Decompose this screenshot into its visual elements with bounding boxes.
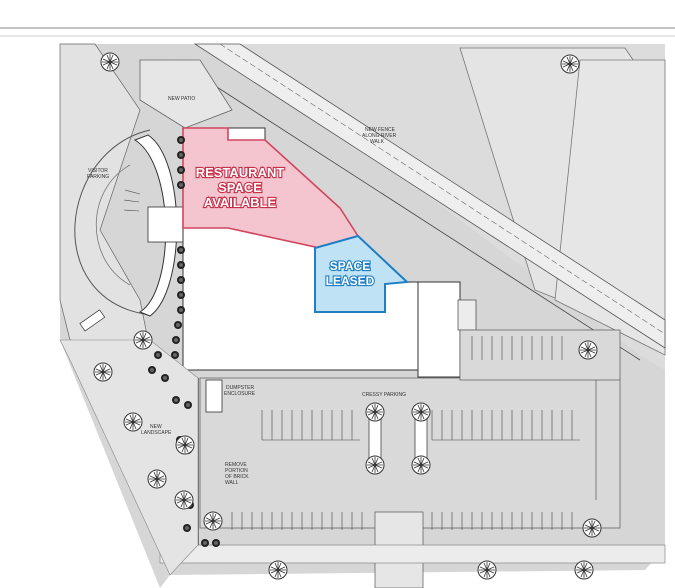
remove-wall-label-1: REMOVE [225, 462, 247, 468]
landscape-label-1: NEW [150, 424, 162, 430]
parking-stalls [231, 336, 597, 530]
restaurant-label-line1: RESTAURANT [196, 165, 285, 180]
patio-area [139, 59, 233, 129]
visitor-parking-loop [74, 129, 151, 316]
new-fence-label-3: WALK [370, 139, 385, 145]
remove-wall-label-2: PORTION [225, 468, 248, 474]
fence-line [174, 59, 641, 361]
visitor-parking-inner [95, 164, 131, 286]
leased-label-line2: LEASED [326, 274, 375, 288]
visitor-stalls [123, 189, 141, 212]
curved-canopy [133, 134, 178, 317]
bottom-sidewalk [159, 544, 666, 564]
dumpster-label-2: ENCLOSURE [224, 391, 256, 397]
river-walk-edge [219, 43, 666, 335]
bench [79, 309, 106, 332]
visitor-parking-label-2: PARKING [87, 174, 109, 180]
entry-canopy [147, 206, 185, 243]
river-walk [193, 43, 666, 349]
remove-wall-label-4: WALL [225, 480, 239, 486]
remove-wall-label-3: OF BRICK [225, 474, 249, 480]
building-wing [417, 281, 461, 378]
leased-label-line1: SPACE [330, 259, 370, 273]
parking-label: CRESSY PARKING [362, 392, 406, 398]
leased-space [314, 234, 410, 313]
parking-lot [199, 377, 621, 529]
landscape-label-2: LANDSCAPE [141, 430, 172, 436]
restaurant-label-line3: AVAILABLE [204, 195, 277, 210]
restaurant-label-line2: SPACE [218, 180, 262, 195]
new-fence-label-2: ALONG RIVER [362, 133, 397, 139]
dumpster-label-1: DUMPSTER [226, 385, 254, 391]
restaurant-space [182, 127, 360, 249]
new-patio-label: NEW PATIO [168, 96, 195, 102]
landscape-strip [59, 339, 199, 576]
new-fence-label-1: NEW FENCE [365, 127, 396, 133]
building-annex [457, 299, 477, 331]
dumpster-enclosure [205, 379, 223, 413]
visitor-parking-label-1: VISITOR [88, 168, 108, 174]
